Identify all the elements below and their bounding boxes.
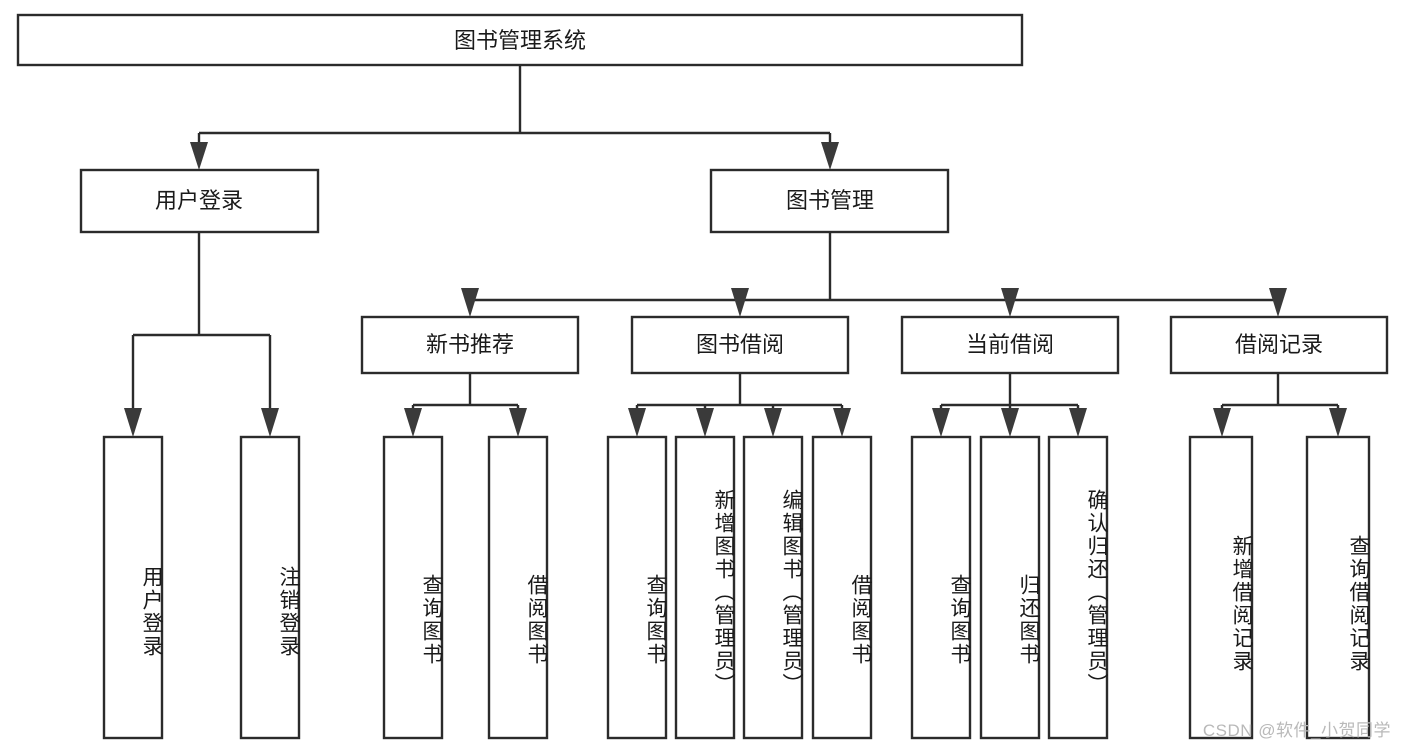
node-leaf-query-book-1[interactable] bbox=[382, 435, 444, 740]
arrowhead-icon-leaf-2 bbox=[261, 408, 279, 437]
arrowhead-icon-leaf-10 bbox=[1001, 408, 1019, 437]
arrowhead-icon-bookborrow bbox=[731, 288, 749, 317]
node-user-login[interactable] bbox=[79, 168, 320, 234]
node-leaf-borrow-book-1[interactable] bbox=[487, 435, 549, 740]
node-label-borrow-record: 借阅记录 bbox=[1235, 332, 1323, 357]
arrowhead-icon-leaf-11 bbox=[1069, 408, 1087, 437]
node-current-borrow[interactable] bbox=[900, 315, 1120, 375]
node-label-current-borrow: 当前借阅 bbox=[966, 332, 1054, 357]
node-leaf-borrow-book-2[interactable] bbox=[811, 435, 873, 740]
arrowhead-icon-leaf-13 bbox=[1329, 408, 1347, 437]
arrowhead-icon-leaf-5 bbox=[628, 408, 646, 437]
node-label-user-login: 用户登录 bbox=[155, 188, 243, 213]
arrowhead-icon-borrowrecord bbox=[1269, 288, 1287, 317]
arrowhead-icon-leaf-8 bbox=[833, 408, 851, 437]
arrowhead-layer bbox=[124, 142, 1347, 437]
arrowhead-icon-leaf-12 bbox=[1213, 408, 1231, 437]
node-leaf-query-record[interactable] bbox=[1305, 435, 1371, 740]
node-layer: 图书管理系统 用户登录 图书管理 新书推荐 图书借阅 当前借阅 借阅记录 bbox=[16, 13, 1389, 740]
node-leaf-edit-book[interactable] bbox=[742, 435, 804, 740]
node-book-manage[interactable] bbox=[709, 168, 950, 234]
arrowhead-icon-leaf-1 bbox=[124, 408, 142, 437]
arrowhead-icon-root-left bbox=[190, 142, 208, 170]
node-leaf-user-login[interactable] bbox=[102, 435, 164, 740]
node-label-book-manage: 图书管理 bbox=[786, 188, 874, 213]
arrowhead-icon-root-right bbox=[821, 142, 839, 170]
node-leaf-add-record[interactable] bbox=[1188, 435, 1254, 740]
node-borrow-record[interactable] bbox=[1169, 315, 1389, 375]
arrowhead-icon-currentborrow bbox=[1001, 288, 1019, 317]
node-leaf-return-book[interactable] bbox=[979, 435, 1041, 740]
node-leaf-add-book[interactable] bbox=[674, 435, 736, 740]
node-label-book-management-system: 图书管理系统 bbox=[454, 28, 586, 53]
watermark-text: CSDN @软件_小贺同学 bbox=[1202, 721, 1391, 740]
node-book-management-system[interactable] bbox=[16, 13, 1024, 67]
arrowhead-icon-newbook bbox=[461, 288, 479, 317]
node-leaf-logout-login[interactable] bbox=[239, 435, 301, 740]
node-new-book-rec[interactable] bbox=[360, 315, 580, 375]
node-label-book-borrow: 图书借阅 bbox=[696, 332, 784, 357]
node-leaf-query-book-3[interactable] bbox=[910, 435, 972, 740]
arrowhead-icon-leaf-7 bbox=[764, 408, 782, 437]
arrowhead-icon-leaf-6 bbox=[696, 408, 714, 437]
node-book-borrow[interactable] bbox=[630, 315, 850, 375]
node-leaf-query-book-2[interactable] bbox=[606, 435, 668, 740]
arrowhead-icon-leaf-4 bbox=[509, 408, 527, 437]
node-leaf-confirm-return[interactable] bbox=[1047, 435, 1109, 740]
arrowhead-icon-leaf-3 bbox=[404, 408, 422, 437]
arrowhead-icon-leaf-9 bbox=[932, 408, 950, 437]
node-label-new-book-rec: 新书推荐 bbox=[426, 332, 514, 357]
